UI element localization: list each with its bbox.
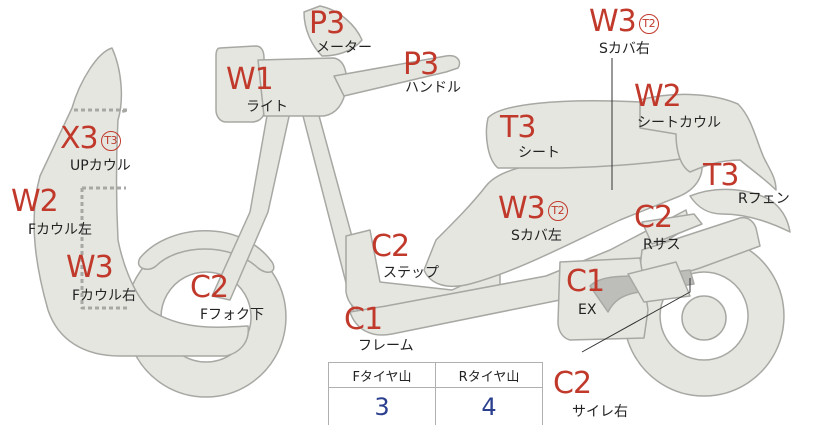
- part-name: シート: [518, 145, 560, 161]
- part-frame: C1: [344, 302, 383, 337]
- part-code: T3: [500, 110, 536, 145]
- part-code: X3: [60, 121, 99, 156]
- tire-value-row: 3 4: [328, 387, 543, 425]
- part-name: Sカバ左: [511, 228, 562, 244]
- part-code: C1: [566, 264, 605, 299]
- rear-fender: [689, 188, 791, 233]
- part-code: C2: [634, 200, 673, 235]
- tire-header-row: Fタイヤ山 Rタイヤ山: [328, 362, 543, 388]
- part-step: C2: [371, 229, 410, 264]
- part-name: EX: [578, 302, 597, 318]
- part-name: サイレ右: [572, 404, 628, 420]
- part-code: C1: [344, 302, 383, 337]
- silencer: [627, 261, 691, 303]
- part-name: フレーム: [358, 338, 414, 354]
- part-code: W3: [498, 191, 546, 226]
- part-code: W3: [589, 4, 637, 39]
- part-name: Rフェン: [738, 191, 790, 207]
- part-code: P3: [403, 47, 439, 82]
- part-silencer-right: C2: [553, 366, 592, 401]
- part-f-fork-lower: C2: [190, 270, 229, 305]
- part-sub-code-badge: T2: [547, 200, 568, 221]
- part-code: C2: [371, 229, 410, 264]
- front-tire-value: 3: [328, 387, 436, 425]
- front-cowl: [33, 47, 250, 357]
- part-name: ステップ: [383, 265, 439, 281]
- rear-hub: [681, 295, 727, 341]
- part-f-cowl-left: W2: [11, 184, 59, 219]
- part-code: T3: [703, 158, 739, 193]
- part-seat: T3: [500, 110, 536, 145]
- part-name: Sカバ右: [599, 41, 650, 57]
- front-tire-header: Fタイヤ山: [328, 362, 436, 388]
- rear-tire-value: 4: [435, 387, 543, 425]
- part-name: Fカウル右: [72, 288, 137, 304]
- part-code: W3: [66, 250, 114, 285]
- part-name: シートカウル: [637, 115, 721, 131]
- part-name: Fカウル左: [28, 222, 93, 238]
- part-meter: P3: [309, 6, 345, 41]
- rear-tire-header: Rタイヤ山: [435, 362, 543, 388]
- part-name: メーター: [316, 40, 372, 56]
- headlight: [215, 45, 265, 123]
- part-code: C2: [190, 270, 229, 305]
- part-sub-code-badge: T3: [100, 130, 121, 151]
- part-seat-cowl: W2: [634, 79, 682, 114]
- part-light: W1: [226, 62, 274, 97]
- part-handle: P3: [403, 47, 439, 82]
- part-name: Rサス: [643, 237, 681, 253]
- frame-rail: [349, 209, 691, 336]
- part-r-suspension: C2: [634, 200, 673, 235]
- handlebar: [333, 54, 461, 97]
- part-name: UPカウル: [70, 158, 131, 174]
- seat-cowl: [639, 93, 777, 191]
- part-name: ハンドル: [405, 80, 461, 96]
- meter: [303, 5, 363, 57]
- part-code: W2: [11, 184, 59, 219]
- part-sub-code-badge: T2: [638, 13, 659, 34]
- part-exhaust: C1: [566, 264, 605, 299]
- tire-tread-table: Fタイヤ山 Rタイヤ山 3 4: [328, 362, 543, 425]
- part-code: P3: [309, 6, 345, 41]
- rear-shock: [641, 213, 703, 245]
- part-name: ライト: [246, 99, 288, 115]
- part-f-cowl-right: W3: [66, 250, 114, 285]
- part-r-fender: T3: [703, 158, 739, 193]
- part-code: W1: [226, 62, 274, 97]
- part-code: C2: [553, 366, 592, 401]
- part-name: Fフォク下: [200, 307, 265, 323]
- part-code: W2: [634, 79, 682, 114]
